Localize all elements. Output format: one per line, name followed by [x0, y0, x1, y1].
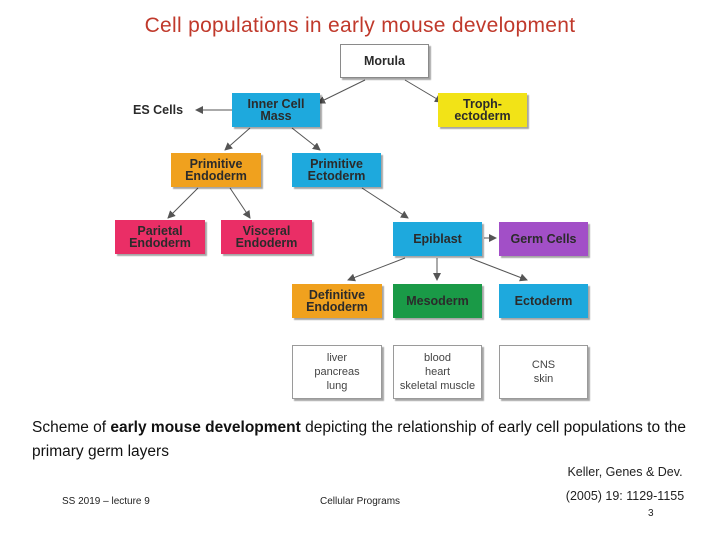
node-visceral-endoderm: Visceral Endoderm — [221, 220, 312, 254]
node-inner-cell-mass: Inner Cell Mass — [232, 93, 320, 127]
node-germ-cells: Germ Cells — [499, 222, 588, 256]
arrow-morula-to-trophectoderm — [404, 79, 443, 103]
caption: Scheme of early mouse development depict… — [32, 416, 692, 464]
node-definitive-endoderm: Definitive Endoderm — [292, 284, 382, 318]
citation-line2: (2005) 19: 1129-1155 — [565, 489, 685, 503]
node-parietal-endoderm: Parietal Endoderm — [115, 220, 205, 254]
caption-bold: early mouse development — [110, 419, 301, 436]
node-es-cells: ES Cells — [133, 103, 184, 117]
node-primitive-endoderm: Primitive Endoderm — [171, 153, 261, 187]
arrow-icm-to-prim-endoderm — [224, 127, 251, 151]
node-epiblast: Epiblast — [393, 222, 482, 256]
node-morula: Morula — [340, 44, 429, 78]
caption-part1: Scheme of — [32, 419, 111, 436]
ectoderm-derivatives: CNS skin — [499, 345, 588, 399]
node-primitive-ectoderm: Primitive Ectoderm — [292, 153, 381, 187]
page-number: 3 — [648, 508, 654, 519]
arrow-icm-to-prim-ectoderm — [291, 127, 321, 151]
caption-part2: depicting the relationship of early cell… — [32, 419, 686, 460]
node-mesoderm: Mesoderm — [393, 284, 482, 318]
arrow-prim-endo-to-visceral — [229, 187, 251, 219]
arrow-morula-to-icm — [317, 79, 366, 104]
footer-center: Cellular Programs — [320, 496, 401, 507]
citation: Keller, Genes & Dev. (2005) 19: 1129-115… — [540, 460, 710, 508]
footer-left: SS 2019 – lecture 9 — [62, 496, 150, 507]
arrow-prim-ecto-to-epiblast — [361, 187, 409, 219]
node-trophectoderm: Troph- ectoderm — [438, 93, 527, 127]
mesoderm-derivatives: blood heart skeletal muscle — [393, 345, 482, 399]
arrow-prim-endo-to-parietal — [167, 187, 199, 219]
endoderm-derivatives: liver pancreas lung — [292, 345, 382, 399]
citation-line1: Keller, Genes & Dev. — [567, 465, 683, 479]
arrow-epiblast-to-ectoderm — [469, 257, 528, 282]
node-ectoderm: Ectoderm — [499, 284, 588, 318]
arrow-epiblast-to-definitive-endo — [347, 257, 406, 282]
slide-title: Cell populations in early mouse developm… — [144, 14, 576, 37]
